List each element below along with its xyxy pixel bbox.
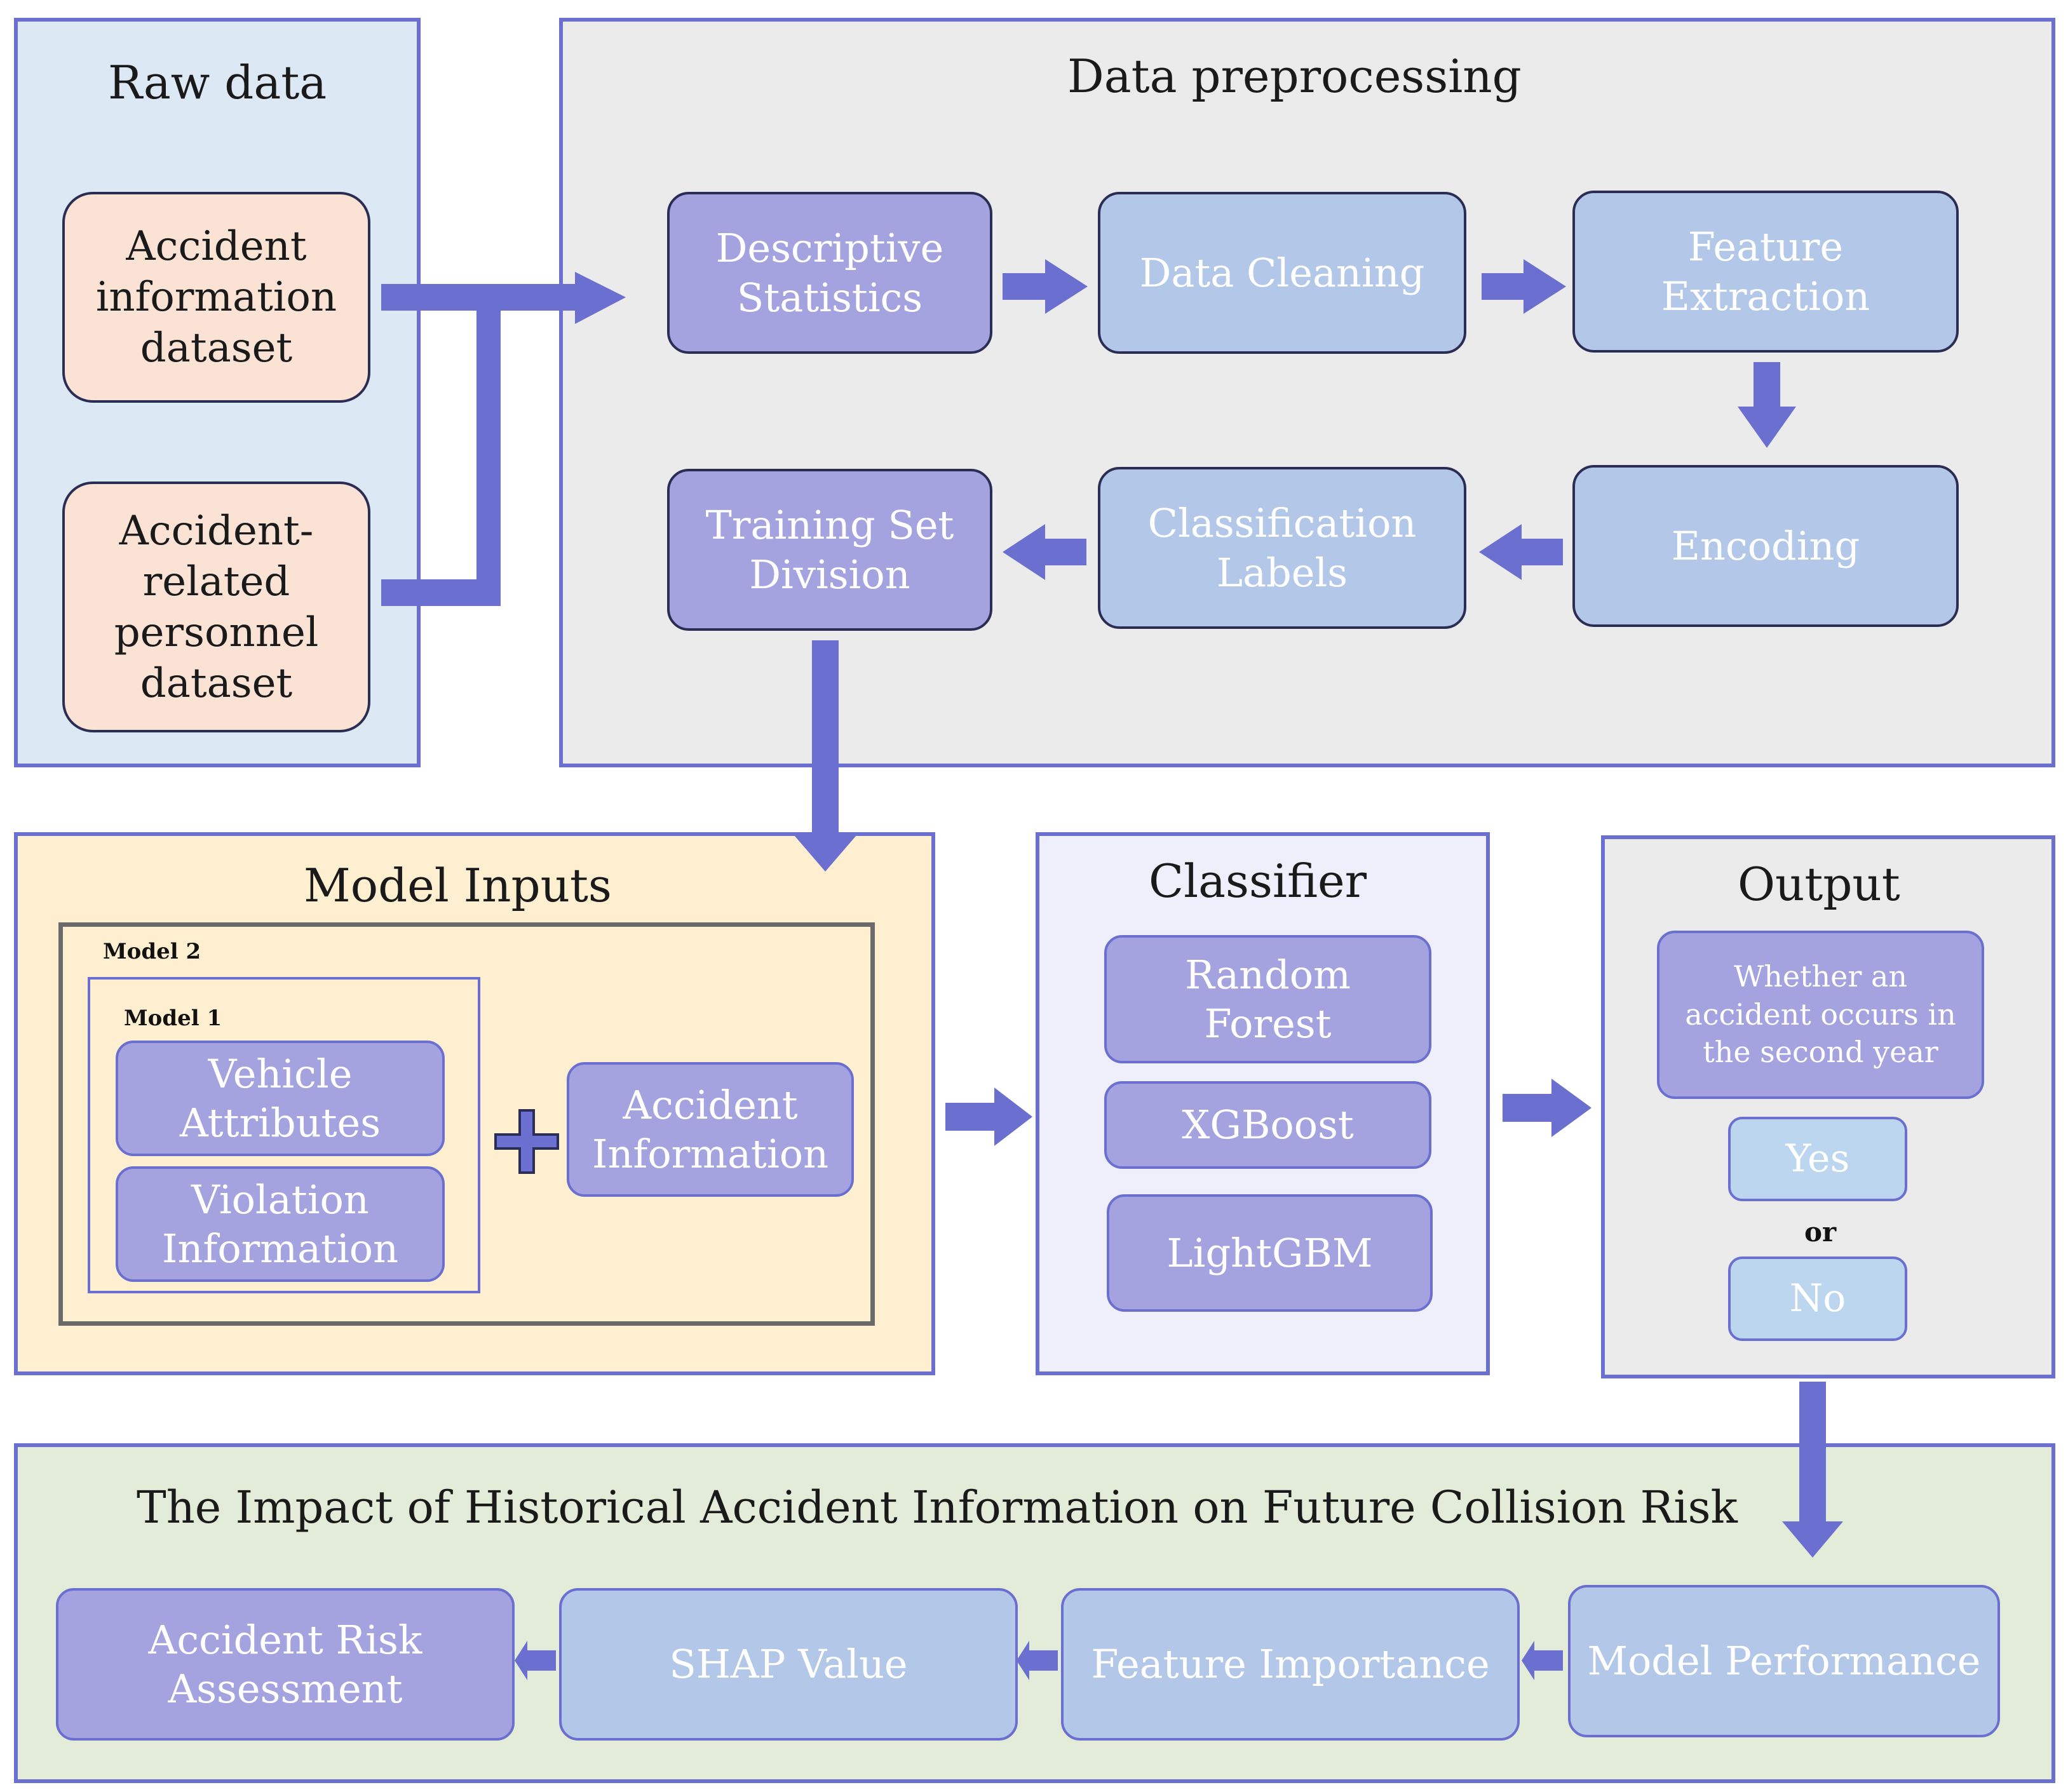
inputs-to-classifier-arrow	[994, 1088, 1032, 1146]
output-title: Output	[1738, 858, 1900, 911]
labels-to-training-arrow	[1003, 524, 1045, 580]
classifier-title: Classifier	[1149, 854, 1367, 908]
shap-value-box: SHAP Value	[559, 1588, 1018, 1741]
raw-to-descriptive-arrow	[575, 272, 626, 324]
encoding-to-labels-arrow	[1479, 524, 1522, 580]
data-preprocessing-title: Data preprocessing	[1067, 50, 1522, 103]
random-forest-box: Random Forest	[1104, 935, 1431, 1063]
model-1-label: Model 1	[124, 1006, 222, 1031]
encoding-box: Encoding	[1572, 465, 1959, 627]
training-to-inputs-arrow	[794, 835, 856, 872]
cleaning-to-extraction-arrow	[1524, 259, 1566, 314]
model-2-label: Model 2	[103, 939, 201, 964]
raw-connector-top	[381, 284, 578, 311]
descriptive-to-cleaning-arrow	[1045, 259, 1088, 314]
or-label: or	[1804, 1216, 1837, 1248]
classifier-to-output-arrow	[1551, 1079, 1592, 1137]
shap-to-assessment-arrow	[515, 1641, 527, 1680]
performance-to-importance-arrow	[1522, 1641, 1534, 1680]
feature-importance-box: Feature Importance	[1061, 1588, 1520, 1741]
accident-information-dataset-box: Accident information dataset	[62, 192, 370, 403]
xgboost-box: XGBoost	[1104, 1081, 1431, 1169]
raw-data-title: Raw data	[108, 56, 327, 109]
data-preprocessing-panel	[559, 18, 2055, 767]
raw-connector-bottom	[381, 579, 501, 606]
classification-labels-box: Classification Labels	[1098, 467, 1466, 629]
violation-information-box: Violation Information	[116, 1166, 445, 1282]
model-performance-box: Model Performance	[1568, 1585, 2000, 1737]
training-set-division-box: Training Set Division	[667, 469, 992, 631]
second-year-accident-question-box: Whether an accident occurs in the second…	[1657, 931, 1984, 1099]
output-to-performance-arrow	[1782, 1521, 1843, 1558]
impact-title: The Impact of Historical Accident Inform…	[137, 1481, 1738, 1533]
lightgbm-box: LightGBM	[1107, 1194, 1433, 1312]
raw-connector-vertical	[476, 311, 501, 606]
extraction-to-encoding-arrow	[1738, 407, 1796, 448]
plus-icon	[494, 1109, 559, 1174]
descriptive-statistics-box: Descriptive Statistics	[667, 192, 992, 354]
model-1-frame	[88, 977, 480, 1293]
data-cleaning-box: Data Cleaning	[1098, 192, 1466, 354]
yes-box: Yes	[1728, 1117, 1907, 1201]
accident-risk-assessment-box: Accident Risk Assessment	[56, 1588, 515, 1741]
accident-related-personnel-dataset-box: Accident- related personnel dataset	[62, 482, 370, 732]
feature-extraction-box: Feature Extraction	[1572, 191, 1959, 353]
vehicle-attributes-box: Vehicle Attributes	[116, 1041, 445, 1156]
no-box: No	[1728, 1256, 1907, 1341]
importance-to-shap-arrow	[1017, 1641, 1029, 1680]
model-2-frame	[58, 922, 875, 1326]
accident-information-box: Accident Information	[567, 1062, 854, 1197]
model-inputs-title: Model Inputs	[304, 859, 612, 912]
